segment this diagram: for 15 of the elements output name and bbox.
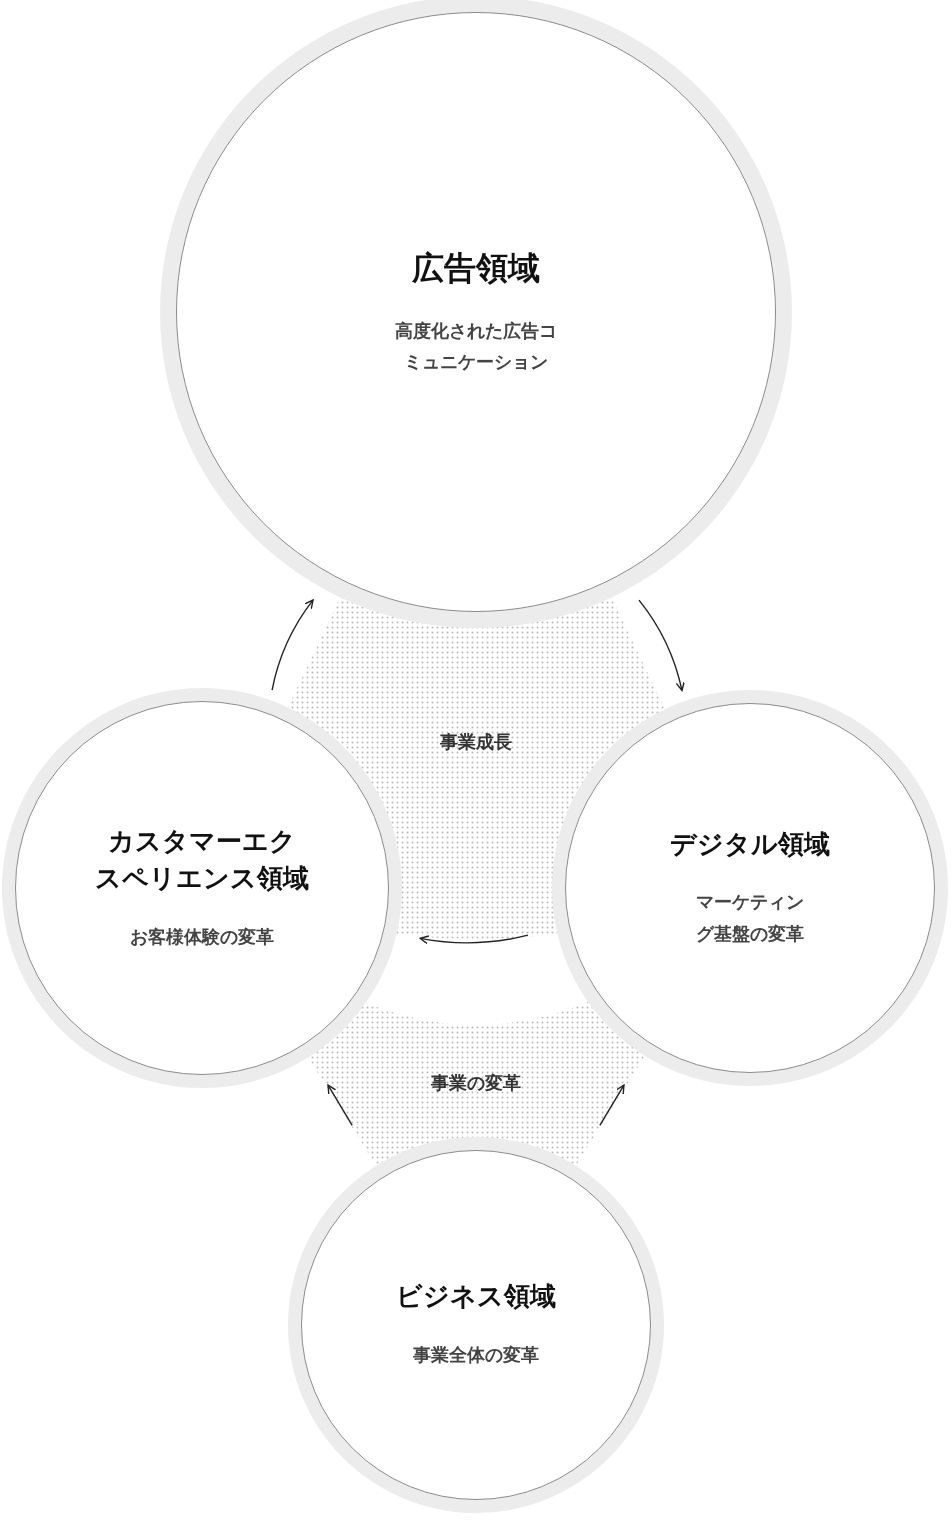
- region-label: 事業の変革: [431, 1072, 521, 1095]
- circle-subtitle: お客様体験の変革: [130, 925, 274, 949]
- circle-subtitle: マーケティング基盤の変革: [695, 891, 805, 946]
- circle-subtitle: 事業全体の変革: [413, 1344, 539, 1368]
- curved-arrow: [327, 1084, 353, 1126]
- circle-title: カスタマーエクスペリエンス領域: [94, 824, 310, 896]
- circle-subtitle: 高度化された広告コミュニケーション: [394, 319, 558, 375]
- curved-arrow: [599, 1084, 625, 1126]
- region-label: 事業成長: [440, 731, 512, 754]
- circle-title: 広告領域: [412, 249, 540, 289]
- curved-arrow: [271, 599, 314, 691]
- circle-title: ビジネス領域: [396, 1280, 556, 1314]
- circle-title: デジタル領域: [670, 827, 830, 861]
- curved-arrow: [638, 599, 685, 692]
- curved-arrow: [419, 934, 529, 945]
